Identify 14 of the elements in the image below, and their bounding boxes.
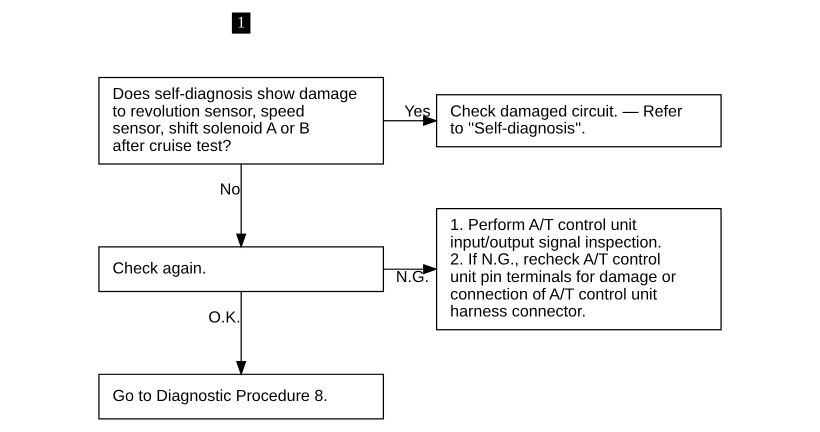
arrow: [236, 292, 246, 376]
arrow: [384, 116, 438, 126]
edge-label: No: [220, 180, 240, 199]
arrow: [384, 264, 438, 274]
node-box: Check again.: [98, 246, 384, 292]
node-box: Does self-diagnosis show damage to revolution sensor, speed sensor, shift solenoid A or B after cruise test?: [98, 76, 384, 165]
node-box: Go to Diagnostic Procedure 8.: [98, 374, 384, 420]
label: 1: [237, 14, 246, 32]
node-box: 1. Perform A/T control unit input/output signal inspection. 2. If N.G., recheck A/T control unit pin terminals for damage or connection of A/T control unit harness connector.: [436, 208, 722, 330]
arrow: [236, 164, 246, 249]
edge-label: N.G.: [396, 268, 429, 286]
node-box: Check damaged circuit. — Refer to ''Self-diagnosis''.: [436, 94, 722, 148]
edge-label: Yes: [404, 102, 431, 120]
edge-label: O.K.: [208, 308, 241, 326]
